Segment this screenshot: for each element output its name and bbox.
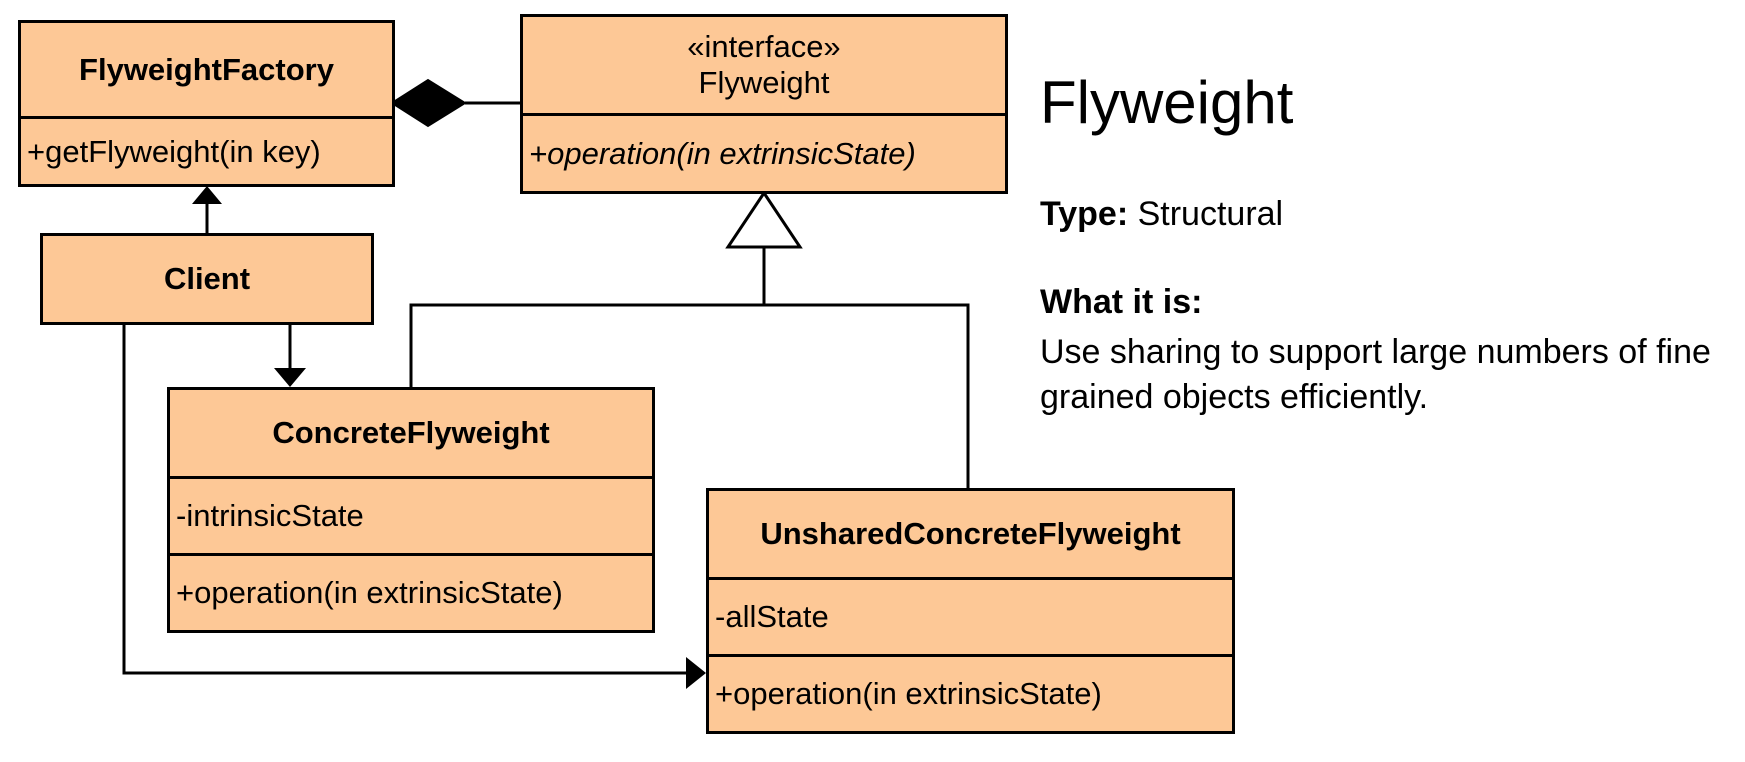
class-operation: +getFlyweight(in key) (21, 116, 392, 184)
concrete-arrowhead (274, 368, 306, 387)
class-header: «interface» Flyweight (523, 17, 1005, 113)
class-name: ConcreteFlyweight (272, 415, 550, 450)
class-concrete-flyweight: ConcreteFlyweight -intrinsicState +opera… (167, 387, 655, 633)
inheritance-triangle (725, 190, 803, 249)
what-it-is-heading: What it is: (1040, 283, 1203, 321)
class-flyweight-interface: «interface» Flyweight +operation(in extr… (520, 14, 1008, 194)
pattern-type: Type: Structural (1040, 195, 1283, 234)
class-operation: +operation(in extrinsicState) (709, 654, 1232, 731)
class-stereotype: «interface» (687, 29, 841, 64)
composition-diamond (390, 78, 467, 128)
class-client: Client (40, 233, 374, 325)
class-name: UnsharedConcreteFlyweight (760, 516, 1181, 551)
type-value: Structural (1137, 195, 1284, 233)
class-unshared-concrete-flyweight: UnsharedConcreteFlyweight -allState +ope… (706, 488, 1235, 734)
class-name: Client (163, 261, 251, 296)
inheritance-branches (409, 303, 970, 488)
class-operation: +operation(in extrinsicState) (523, 113, 1005, 191)
pattern-description: Use sharing to support large numbers of … (1040, 333, 1711, 416)
unshared-arrowhead (686, 657, 706, 689)
class-flyweight-factory: FlyweightFactory +getFlyweight(in key) (18, 20, 395, 187)
factory-arrowhead (192, 186, 222, 204)
client-to-unshared-line (122, 324, 690, 675)
class-attribute: -allState (709, 577, 1232, 654)
class-name: Flyweight (698, 65, 830, 100)
class-name: FlyweightFactory (79, 51, 334, 87)
type-label: Type: (1040, 195, 1129, 233)
class-operation: +operation(in extrinsicState) (170, 553, 652, 630)
pattern-title: Flyweight (1040, 69, 1294, 136)
class-attribute: -intrinsicState (170, 476, 652, 553)
